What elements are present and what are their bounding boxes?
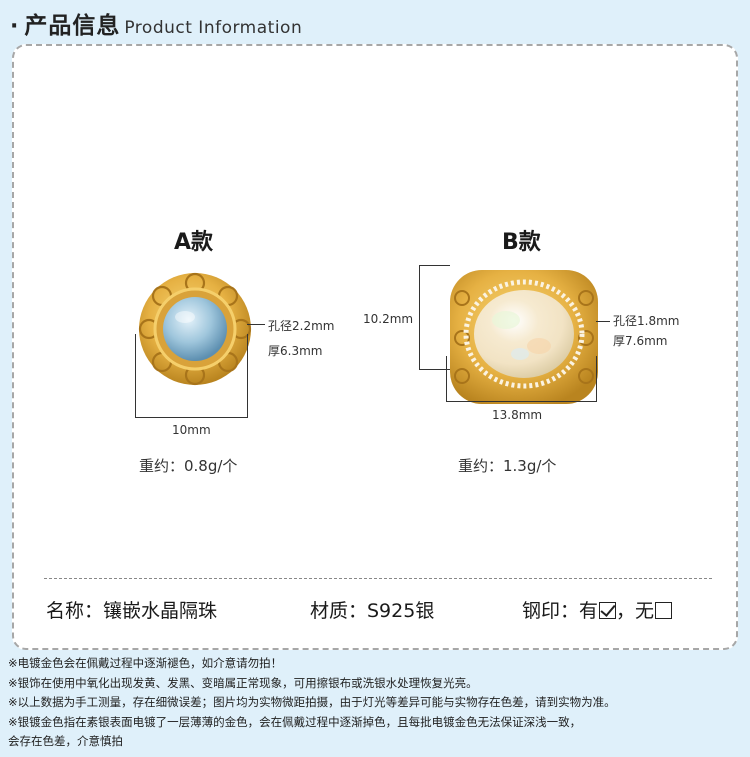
product-a-width: 10mm — [172, 423, 211, 437]
note-item: ※银镀金色指在素银表面电镀了一层薄薄的金色，会在佩戴过程中逐渐掉色，且每批电镀金… — [8, 714, 582, 729]
header-title-cn: 产品信息 — [24, 13, 121, 39]
product-b-width: 13.8mm — [492, 408, 543, 422]
product-b-label: B款 — [502, 230, 541, 255]
product-a-weight: 重约：0.8g/个 — [139, 457, 238, 475]
product-b-hole-size: 孔径1.8mm — [613, 314, 680, 328]
product-b-thickness: 厚7.6mm — [613, 334, 668, 348]
spec-material: 材质：S925银 — [310, 600, 435, 622]
product-b-stone — [474, 290, 574, 378]
product-b-bead-image — [450, 270, 598, 404]
stamp-yes-checkbox — [599, 602, 617, 619]
product-b-weight: 重约：1.3g/个 — [458, 457, 557, 475]
divider-dashed — [44, 578, 712, 579]
header-bullet: · — [10, 14, 19, 39]
stamp-yes-label: 有 — [579, 600, 599, 622]
note-item: ※电镀金色会在佩戴过程中逐渐褪色，如介意请勿拍！ — [8, 656, 283, 670]
stamp-no-label: 无 — [635, 600, 655, 622]
product-a-label: A款 — [174, 230, 214, 255]
stamp-separator: ， — [616, 600, 636, 622]
note-item: ※以上数据为手工测量，存在细微误差；图片均为实物微距拍摄，由于灯光等差异可能与实… — [8, 695, 616, 709]
product-a-bead-image — [138, 272, 252, 386]
product-a-hole-size: 孔径2.2mm — [268, 319, 335, 333]
spec-stamp-label: 钢印： — [522, 600, 580, 622]
product-a-thickness: 厚6.3mm — [268, 344, 323, 358]
spec-name: 名称：镶嵌水晶隔珠 — [46, 600, 218, 622]
stamp-no-checkbox — [655, 602, 673, 619]
product-info-card: A款 — [12, 44, 738, 650]
section-header: · 产品信息 Product Information — [10, 6, 303, 39]
header-title-en: Product Information — [124, 18, 303, 38]
product-a-stone — [163, 297, 227, 361]
spec-stamp: 钢印：有 ，无 — [522, 596, 673, 623]
note-item: ※银饰在使用中氧化出现发黄、发黑、变暗属正常现象，可用擦银布或洗银水处理恢复光亮… — [8, 675, 478, 690]
product-b-height: 10.2mm — [363, 312, 414, 326]
note-item: 会存在色差，介意慎拍 — [8, 734, 123, 748]
notes-list: ※电镀金色会在佩戴过程中逐渐褪色，如介意请勿拍！ ※银饰在使用中氧化出现发黄、发… — [8, 654, 746, 752]
